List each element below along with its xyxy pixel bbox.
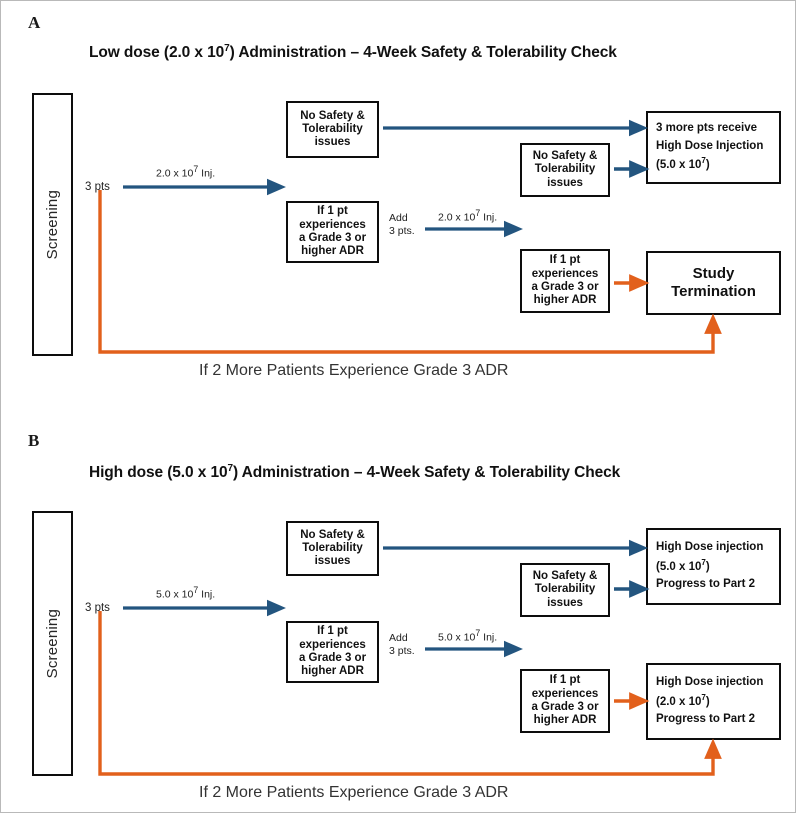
line: Progress to Part 2 (656, 713, 756, 726)
line: If 1 pt (317, 205, 348, 218)
panel-b-inj2-suffix: Inj. (480, 631, 498, 644)
panel-a-outcome-bottom-box: Study Termination (646, 251, 781, 315)
line: If 1 pt (317, 625, 348, 638)
panel-b-title-suffix: ) Administration – 4-Week Safety & Toler… (232, 464, 621, 482)
panel-a-title-prefix: Low dose (2.0 x 10 (89, 44, 225, 62)
panel-b-no-issues-top-box: No Safety & Tolerability issues (286, 521, 379, 576)
line: issues (547, 176, 583, 189)
dose-prefix: (5.0 x 10 (656, 159, 702, 172)
panel-b-inj1-exponent: 7 (193, 585, 199, 595)
dose-prefix: (5.0 x 10 (656, 560, 702, 573)
line: a Grade 3 or (298, 652, 367, 664)
panel-b-outcome-top-box: High Dose injection (5.0 x 107) Progress… (646, 528, 781, 605)
line: If 1 pt (549, 254, 581, 267)
panel-a-letter: A (28, 13, 41, 32)
line: a Grade 3 or (531, 701, 599, 713)
line: higher ADR (301, 665, 364, 678)
line: Tolerability (534, 163, 596, 176)
panel-a-bottom-caption: If 2 More Patients Experience Grade 3 AD… (199, 362, 509, 379)
line: No Safety & (532, 570, 598, 582)
line: If 1 pt (549, 674, 581, 687)
panel-a-no-issues-mid-box: No Safety & Tolerability issues (520, 143, 610, 197)
panel-b-outcome-bottom-box: High Dose injection (2.0 x 107) Progress… (646, 663, 781, 740)
dose-suffix: ) (705, 560, 710, 573)
line: issues (314, 555, 351, 568)
line: experiences (531, 687, 599, 700)
add-line-2: 3 pts. (389, 645, 415, 658)
line: 3 more pts receive (656, 121, 758, 134)
line: experiences (299, 218, 366, 231)
panel-a-inj2-suffix: Inj. (480, 211, 498, 224)
line: issues (314, 136, 351, 149)
panel-b-add-label: Add 3 pts. (389, 632, 415, 658)
panel-b-inj2-prefix: 5.0 x 10 (438, 631, 476, 644)
panel-b-title: High dose (5.0 x 107) Administration – 4… (89, 463, 620, 482)
add-line-1: Add (389, 212, 408, 224)
line: experiences (531, 267, 599, 280)
line: Progress to Part 2 (656, 578, 756, 591)
panel-b-no-issues-mid-box: No Safety & Tolerability issues (520, 563, 610, 617)
dose-exponent: 7 (701, 557, 706, 567)
panel-a-screening-label: Screening (44, 189, 61, 260)
line: a Grade 3 or (531, 281, 599, 293)
line: High Dose Injection (656, 139, 764, 152)
panel-a-inj1-prefix: 2.0 x 10 (156, 167, 194, 180)
line: Tolerability (302, 122, 363, 135)
line: (5.0 x 107) (656, 155, 710, 175)
panel-b-title-prefix: High dose (5.0 x 10 (89, 464, 228, 482)
panel-b-injection-label-1: 5.0 x 107 Inj. (156, 585, 215, 602)
line: (2.0 x 107) (656, 692, 710, 712)
panel-b-adr-right-box: If 1 pt experiences a Grade 3 or higher … (520, 669, 610, 733)
line: Study (692, 265, 735, 282)
panel-b-adr-left-box: If 1 pt experiences a Grade 3 or higher … (286, 621, 379, 683)
panel-a-title-suffix: ) Administration – 4-Week Safety & Toler… (229, 44, 617, 62)
panel-a-injection-label-2: 2.0 x 107 Inj. (438, 208, 497, 225)
panel-a-no-issues-top-box: No Safety & Tolerability issues (286, 101, 379, 158)
line: No Safety & (300, 528, 365, 541)
line: Termination (671, 283, 756, 300)
line: High Dose injection (656, 675, 764, 688)
panel-a-title-exponent: 7 (224, 43, 230, 54)
panel-b-screening-box: Screening (32, 511, 73, 776)
dose-suffix: ) (705, 695, 710, 708)
panel-a-injection-label-1: 2.0 x 107 Inj. (156, 164, 215, 181)
add-line-1: Add (389, 632, 408, 644)
panel-b-bottom-caption: If 2 More Patients Experience Grade 3 AD… (199, 784, 509, 801)
panel-a-inj2-prefix: 2.0 x 10 (438, 211, 476, 224)
add-line-2: 3 pts. (389, 225, 415, 238)
panel-a-start-label: 3 pts (85, 181, 110, 193)
line: No Safety & (300, 109, 365, 122)
panel-a-inj1-suffix: Inj. (198, 167, 216, 180)
line: a Grade 3 or (298, 232, 367, 244)
dose-prefix: (2.0 x 10 (656, 695, 702, 708)
panel-b-letter: B (28, 431, 40, 450)
line: Tolerability (302, 541, 363, 554)
dose-exponent: 7 (701, 156, 706, 166)
line: (5.0 x 107) (656, 557, 710, 577)
panel-b-start-label: 3 pts (85, 602, 110, 614)
panel-b-inj1-suffix: Inj. (198, 588, 216, 601)
panel-a-adr-left-box: If 1 pt experiences a Grade 3 or higher … (286, 201, 379, 263)
panel-b-injection-label-2: 5.0 x 107 Inj. (438, 628, 497, 645)
line: No Safety & (532, 150, 598, 162)
line: Tolerability (534, 583, 596, 596)
line: experiences (299, 638, 366, 651)
panel-b-inj1-prefix: 5.0 x 10 (156, 588, 194, 601)
panel-a-title: Low dose (2.0 x 107) Administration – 4-… (89, 43, 617, 62)
panel-a-inj1-exponent: 7 (193, 164, 199, 174)
panel-a-outcome-top-box: 3 more pts receive High Dose Injection (… (646, 111, 781, 184)
panel-a-screening-box: Screening (32, 93, 73, 356)
line: higher ADR (533, 714, 597, 727)
line: higher ADR (301, 245, 364, 258)
panel-b-title-exponent: 7 (227, 463, 234, 474)
panel-b-screening-label: Screening (44, 608, 61, 679)
panel-a-adr-right-box: If 1 pt experiences a Grade 3 or higher … (520, 249, 610, 313)
panel-a-add-label: Add 3 pts. (389, 212, 415, 238)
dose-suffix: ) (705, 159, 710, 172)
line: High Dose injection (656, 540, 764, 553)
line: higher ADR (533, 294, 597, 307)
line: issues (547, 596, 583, 609)
